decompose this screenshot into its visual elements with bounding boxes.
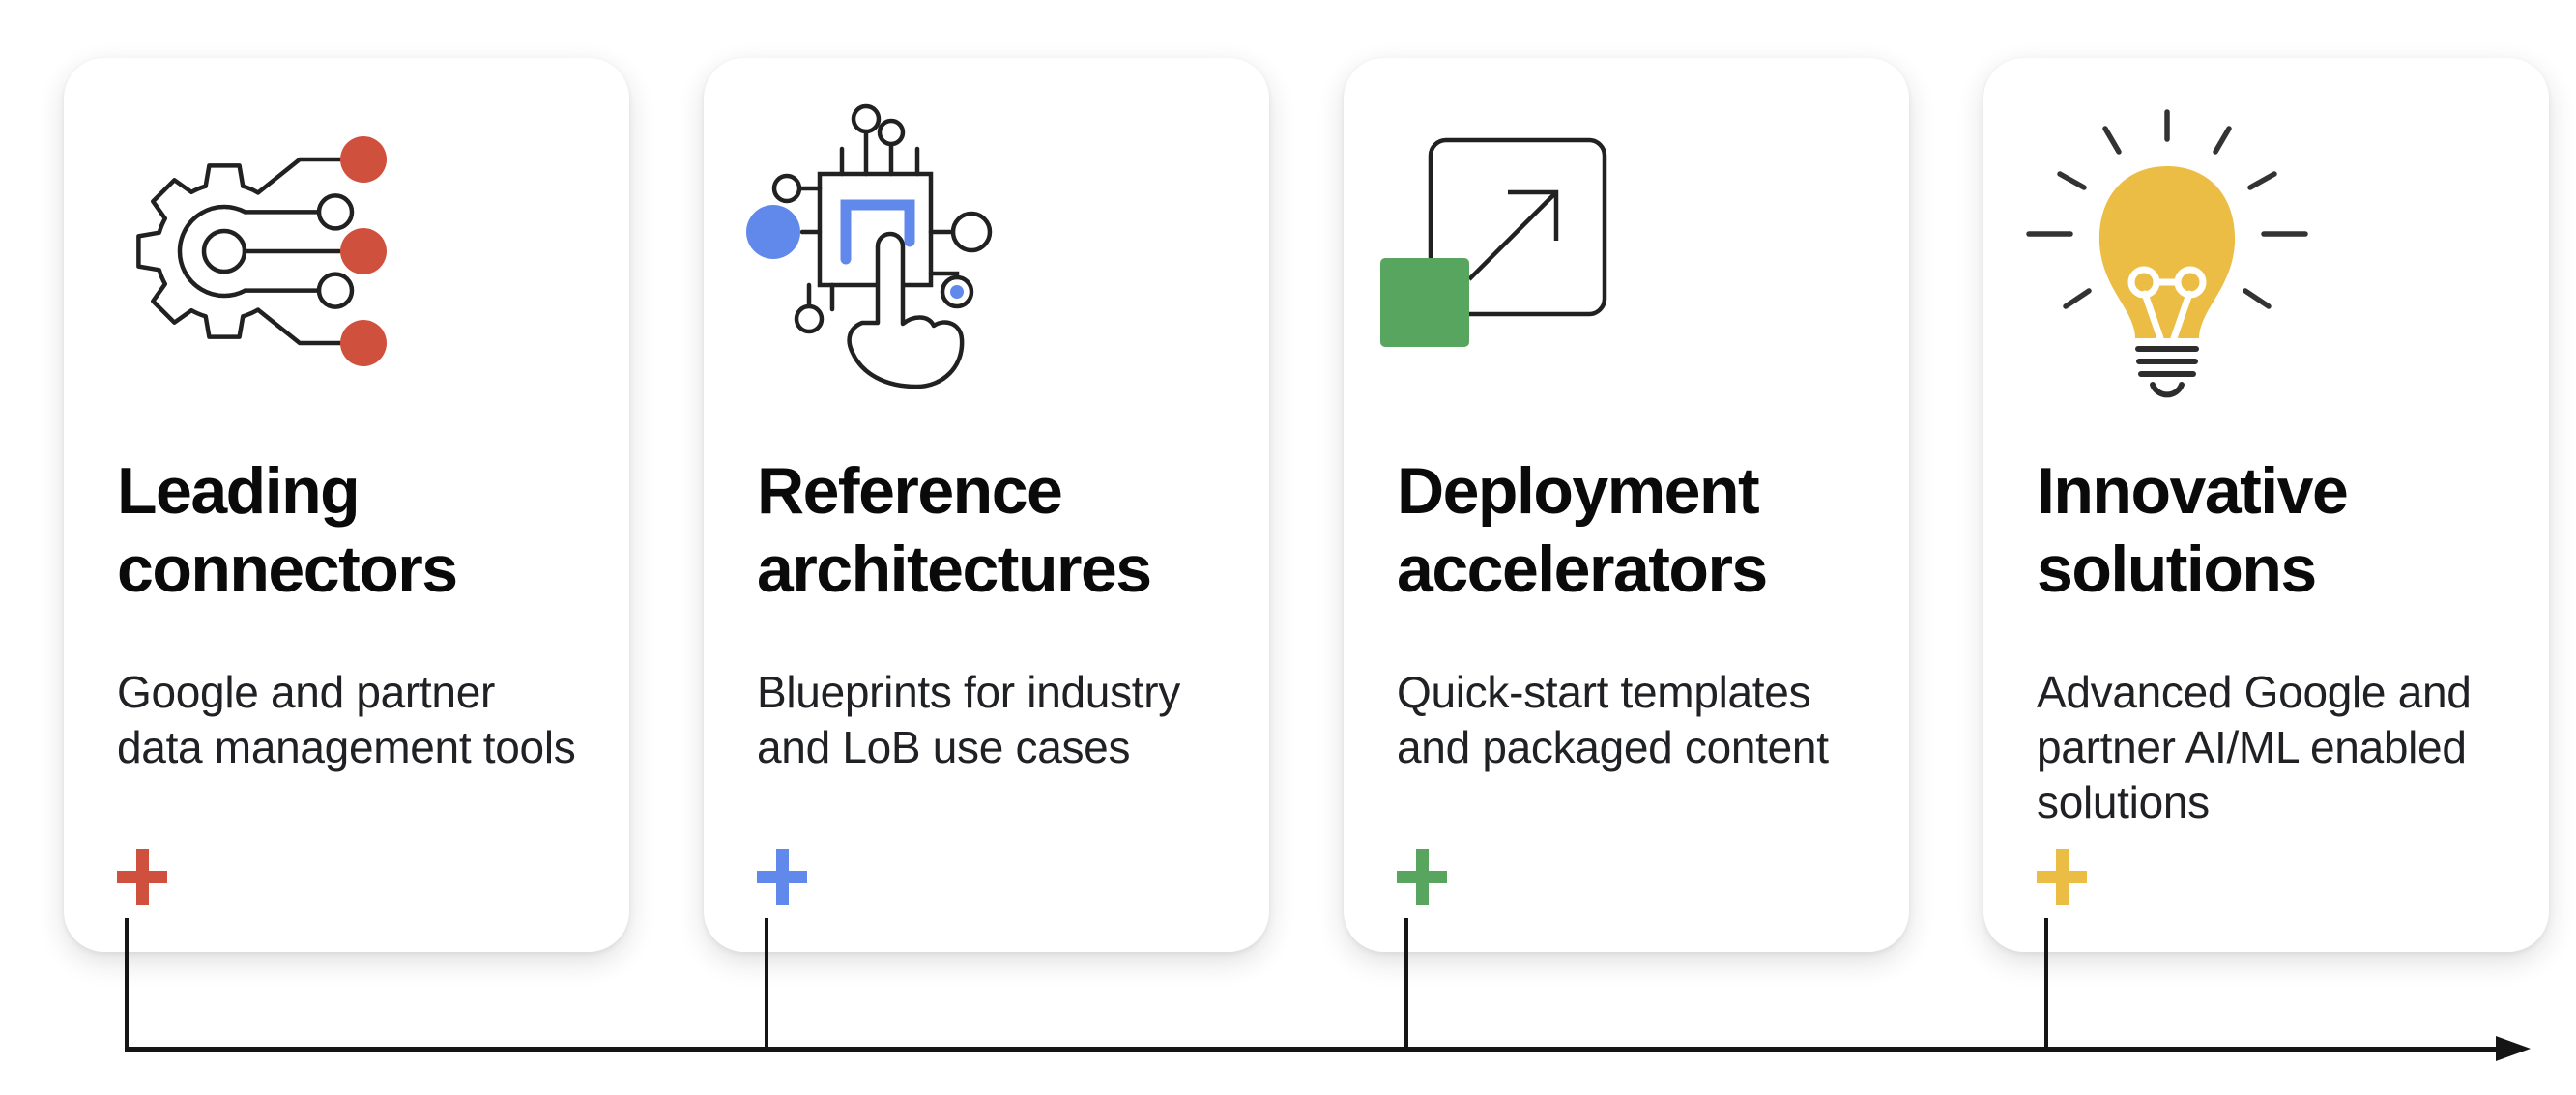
card-description: Quick-start templates and packaged conte… (1397, 667, 1829, 772)
card-innovative-solutions: Innovative solutions Advanced Google and… (1983, 58, 2549, 952)
plus-icon[interactable] (757, 849, 807, 905)
card-deployment-accelerators: Deployment accelerators Quick-start temp… (1344, 58, 1909, 952)
arrow-right-icon (2496, 1036, 2531, 1061)
card-description: Google and partner data management tools (117, 667, 576, 772)
lightbulb-icon (2022, 99, 2312, 398)
plus-icon[interactable] (1397, 849, 1447, 905)
card-description: Blueprints for industry and LoB use case… (757, 667, 1180, 772)
connector-line (765, 918, 768, 1051)
connector-line (1404, 918, 1408, 1051)
card-description: Advanced Google and partner AI/ML enable… (2037, 667, 2472, 827)
plus-icon[interactable] (117, 849, 167, 905)
gear-connectors-icon (120, 104, 410, 404)
timeline-line (125, 1047, 2498, 1052)
card-title: Leading connectors (117, 454, 458, 606)
expand-arrow-icon (1363, 111, 1653, 411)
plus-icon[interactable] (2037, 849, 2087, 905)
card-leading-connectors: Leading connectors Google and partner da… (64, 58, 629, 952)
connector-line (2044, 918, 2048, 1051)
connector-line (125, 918, 129, 1051)
card-title: Innovative solutions (2037, 454, 2349, 606)
card-title: Deployment accelerators (1397, 454, 1768, 606)
chip-touch-icon (733, 97, 1023, 396)
card-reference-architectures: Reference architectures Blueprints for i… (704, 58, 1269, 952)
card-title: Reference architectures (757, 454, 1152, 606)
